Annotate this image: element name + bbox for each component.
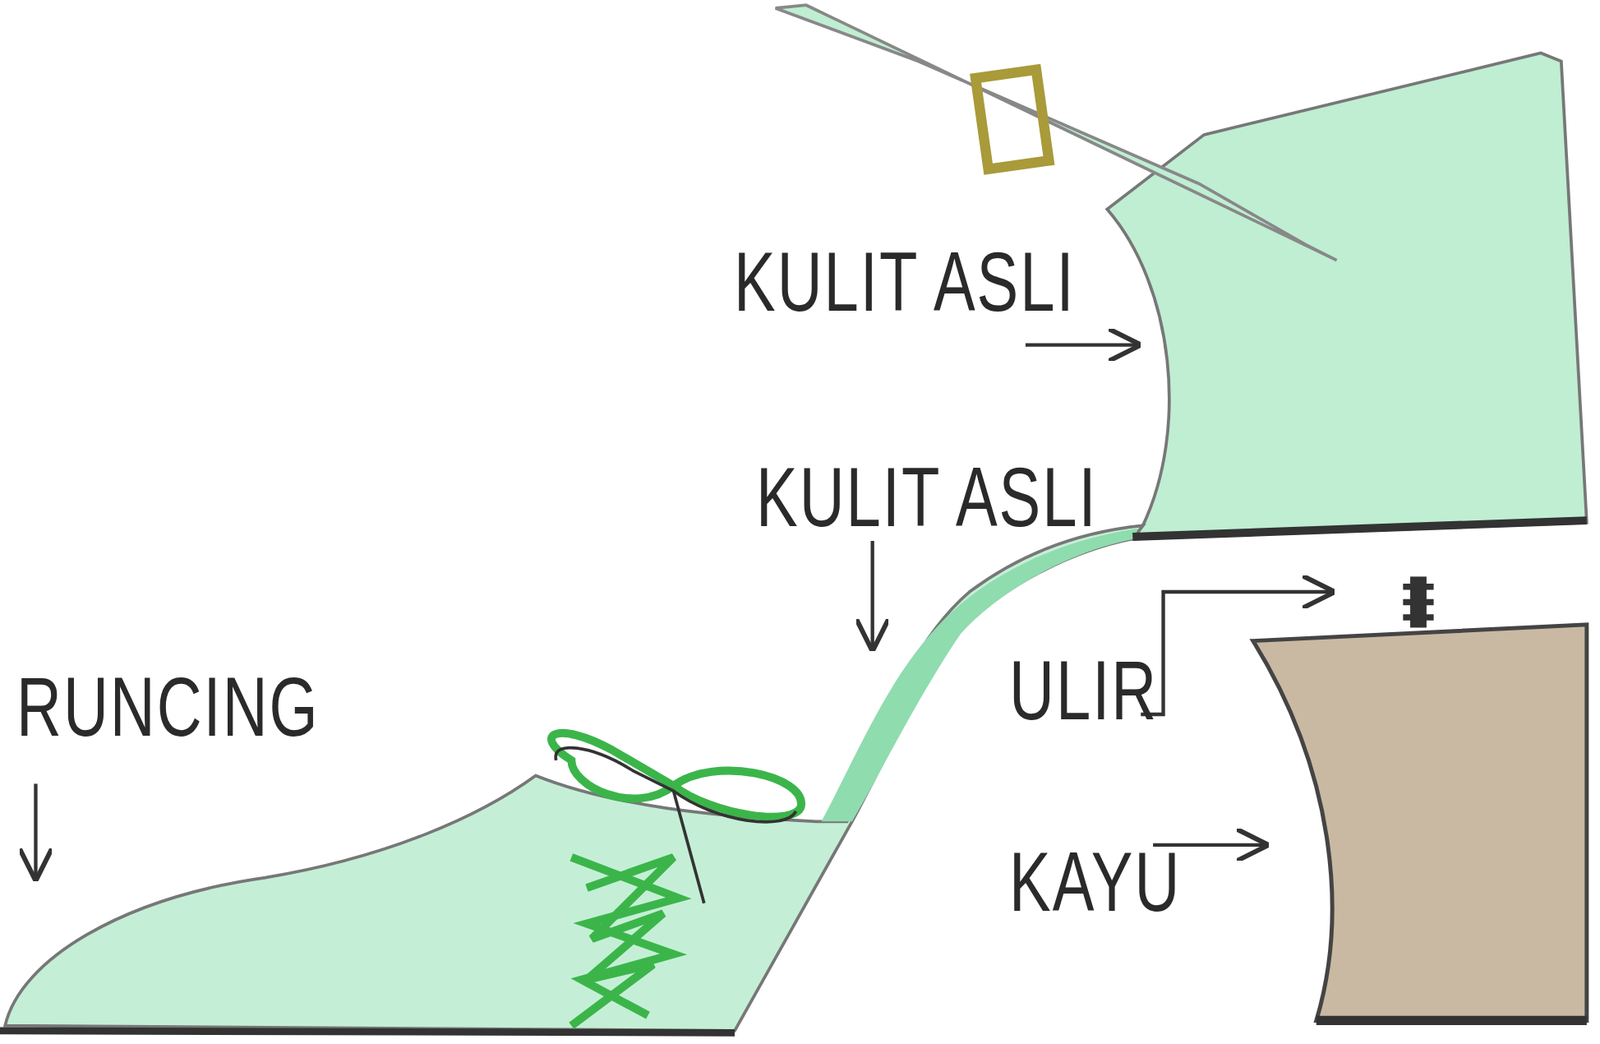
heel-seat-line (1132, 520, 1587, 537)
leader-lines (35, 345, 1332, 878)
heel-tip (1316, 1015, 1587, 1025)
screw-ridges (1402, 586, 1434, 618)
strap-buckle (975, 69, 1049, 170)
wood-heel (1253, 624, 1587, 1021)
lacing (551, 733, 802, 1026)
part-label: KULIT ASLI (756, 447, 1098, 545)
shoe-vamp (4, 525, 1144, 1031)
part-label: KAYU (1009, 832, 1181, 929)
part-label: KULIT ASLI (733, 232, 1076, 329)
sole-line (0, 1030, 735, 1033)
part-label: RUNCING (16, 657, 320, 754)
part-label: ULIR (1009, 640, 1158, 738)
ankle-strap (775, 4, 1338, 260)
lace-outline (555, 747, 796, 904)
heel-counter (1106, 53, 1587, 540)
